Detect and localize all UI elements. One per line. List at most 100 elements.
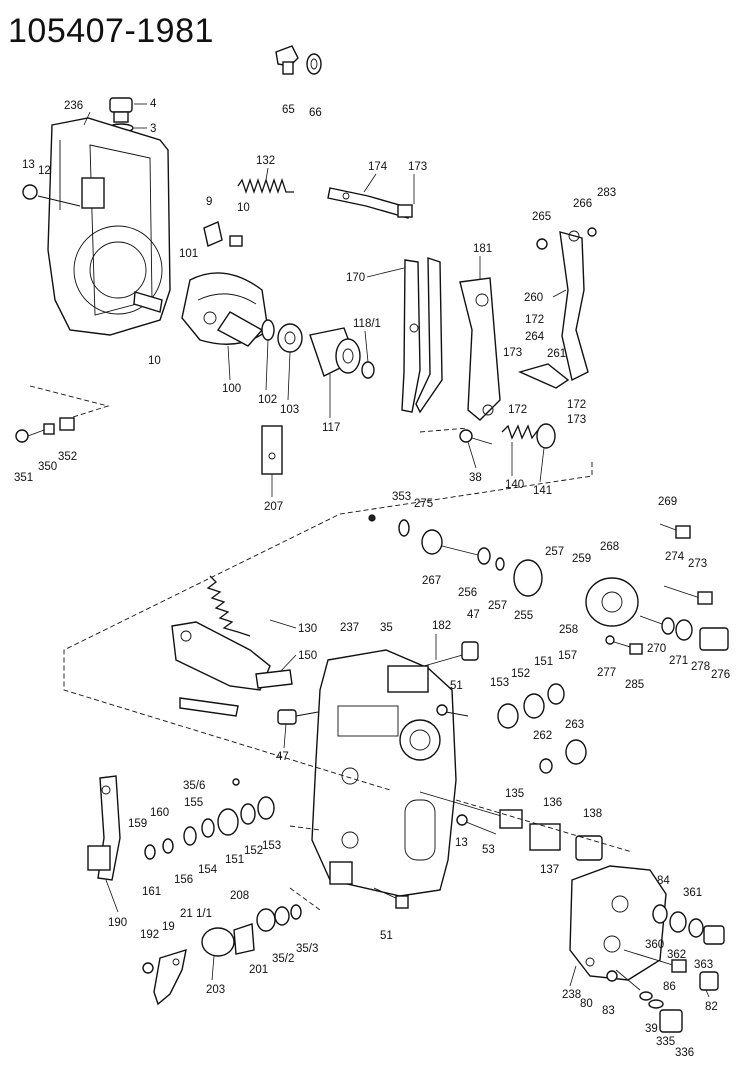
part-118-1-washer	[361, 361, 375, 379]
label-130: 130	[298, 623, 317, 635]
part-267-assembly	[368, 514, 543, 597]
label-259: 259	[572, 553, 591, 565]
label-53: 53	[482, 844, 495, 856]
label-10: 10	[237, 202, 250, 214]
label-4: 4	[150, 98, 157, 110]
part-203-assembly	[201, 904, 302, 957]
part-19-bracket	[153, 948, 187, 1006]
label-140: 140	[505, 479, 524, 491]
label-84: 84	[657, 875, 670, 887]
label-255: 255	[514, 610, 533, 622]
label-181: 181	[473, 243, 492, 255]
label-51-b: 51	[380, 930, 393, 942]
label-172-a: 172	[525, 314, 544, 326]
label-262: 262	[533, 730, 552, 742]
label-80: 80	[580, 998, 593, 1010]
part-35-main-housing	[311, 649, 457, 897]
label-352: 352	[58, 451, 77, 463]
label-155: 155	[184, 797, 203, 809]
label-270: 270	[647, 643, 666, 655]
label-258: 258	[559, 624, 578, 636]
label-35: 35	[380, 622, 393, 634]
diagram-title: 105407-1981	[8, 12, 214, 50]
label-135: 135	[505, 788, 524, 800]
label-173-c: 173	[567, 414, 586, 426]
label-47-a: 47	[467, 609, 480, 621]
label-153-a: 153	[490, 677, 509, 689]
part-261-link	[517, 363, 570, 389]
label-269: 269	[658, 496, 677, 508]
label-173: 173	[408, 161, 427, 173]
label-263: 263	[565, 719, 584, 731]
label-278: 278	[691, 661, 710, 673]
part-140-spring	[501, 424, 539, 440]
label-174: 174	[368, 161, 388, 173]
label-190: 190	[108, 917, 127, 929]
part-141-cap	[536, 423, 556, 449]
part-181-lever	[459, 277, 501, 421]
label-13: 13	[22, 159, 35, 171]
part-117-sleeve	[309, 327, 361, 377]
label-211-1: 21 1/1	[180, 908, 212, 920]
part-130-spring	[206, 575, 251, 637]
label-117: 117	[322, 422, 340, 434]
label-141: 141	[533, 485, 552, 497]
label-138: 138	[583, 808, 602, 820]
label-267: 267	[422, 575, 441, 587]
label-38: 38	[469, 472, 482, 484]
label-362: 362	[667, 949, 686, 961]
label-274: 274	[665, 551, 685, 563]
label-182: 182	[432, 620, 451, 632]
leader-lines	[83, 103, 710, 998]
label-35-2: 35/2	[272, 953, 294, 965]
label-236: 236	[64, 100, 83, 112]
part-38-bolt	[459, 429, 493, 445]
part-47-bolt	[277, 709, 319, 725]
label-276: 276	[711, 669, 730, 681]
label-361: 361	[683, 887, 702, 899]
label-157: 157	[558, 650, 577, 662]
parts-artwork	[15, 45, 729, 1033]
label-266: 266	[573, 198, 592, 210]
part-labels: 65 66 236 4 3 13 12 132 174 173 9 10 283…	[14, 98, 730, 1059]
part-351-screw	[15, 417, 75, 443]
part-39-335-336	[615, 969, 683, 1033]
label-277: 277	[597, 667, 616, 679]
label-353: 353	[392, 491, 411, 503]
part-276-nut	[639, 615, 729, 651]
label-13-b: 13	[455, 837, 468, 849]
label-35-6: 35/6	[183, 780, 205, 792]
part-151-assembly	[497, 683, 565, 729]
part-51b-bolt	[373, 887, 409, 909]
label-273: 273	[688, 558, 707, 570]
label-137: 137	[540, 864, 559, 876]
label-363: 363	[694, 959, 713, 971]
part-273-bolt	[663, 585, 713, 605]
label-360: 360	[645, 939, 664, 951]
label-136: 136	[543, 797, 562, 809]
label-285: 285	[625, 679, 644, 691]
part-182-bolt	[423, 641, 479, 667]
label-192: 192	[140, 929, 159, 941]
part-9-bracket	[203, 221, 243, 247]
label-12: 12	[38, 165, 51, 177]
label-39: 39	[645, 1023, 658, 1035]
label-82: 82	[705, 1001, 718, 1013]
label-172-c: 172	[567, 399, 586, 411]
label-268: 268	[600, 541, 619, 553]
label-156: 156	[174, 874, 193, 886]
part-51-bolt	[436, 704, 469, 717]
label-238: 238	[562, 989, 581, 1001]
label-51-a: 51	[450, 680, 463, 692]
label-160: 160	[150, 807, 169, 819]
part-150-lever	[171, 621, 293, 717]
label-151-a: 151	[534, 656, 553, 668]
label-65: 65	[282, 104, 295, 116]
label-153-b: 153	[262, 840, 281, 852]
part-207-guide	[261, 425, 283, 475]
label-66: 66	[309, 107, 322, 119]
part-277-screw	[605, 635, 643, 655]
label-260: 260	[524, 292, 543, 304]
label-159: 159	[128, 818, 147, 830]
label-86: 86	[663, 981, 676, 993]
